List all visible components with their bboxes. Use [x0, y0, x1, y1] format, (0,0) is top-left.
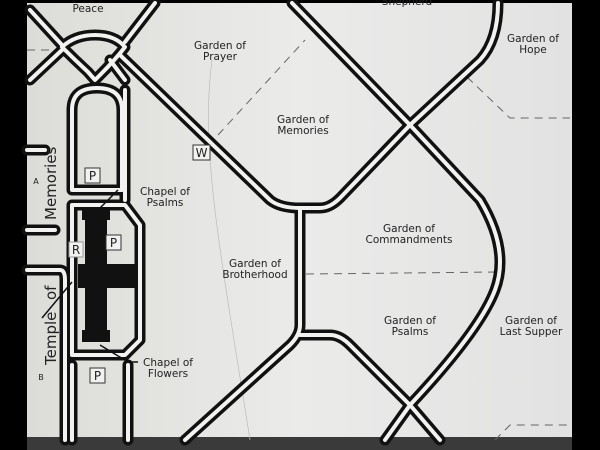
chapel-psalms-leader — [97, 189, 119, 211]
label-garden-hope-1: Garden of — [507, 33, 559, 45]
label-garden-peace: Peace — [72, 3, 103, 15]
parking-marker: P — [84, 167, 101, 184]
parking-marker: P — [89, 367, 106, 384]
svg-text:P: P — [110, 236, 117, 250]
restroom-marker: R — [68, 241, 84, 258]
svg-text:P: P — [94, 369, 101, 383]
label-garden-brotherhood-1: Garden of — [229, 258, 281, 270]
svg-text:R: R — [72, 243, 80, 257]
svg-text:W: W — [196, 146, 208, 160]
roads — [21, 0, 506, 446]
temple-leader — [41, 281, 73, 319]
label-garden-commandments-1: Garden of — [383, 223, 435, 235]
svg-text:Memories: Memories — [42, 146, 60, 220]
water-marker: W — [192, 144, 211, 161]
label-chapel-flowers-2: Flowers — [148, 368, 188, 380]
label-garden-prayer-1: Garden of — [194, 40, 246, 52]
label-garden-psalms-2: Psalms — [392, 326, 429, 338]
label-temple-of-memories: Temple of Memories — [42, 146, 60, 366]
label-garden-shepherd: Shepherd — [382, 0, 432, 8]
label-garden-psalms-1: Garden of — [384, 315, 436, 327]
section-a-marker: A — [33, 177, 39, 186]
chapel-building — [78, 210, 138, 342]
label-chapel-psalms-2: Psalms — [147, 197, 184, 209]
path-line — [208, 59, 251, 441]
label-chapel-psalms-1: Chapel of — [140, 186, 190, 198]
bottom-frame — [27, 437, 572, 450]
label-garden-hope-2: Hope — [519, 44, 546, 56]
section-boundaries — [27, 39, 570, 441]
svg-text:Temple: Temple — [42, 312, 60, 366]
label-garden-last-supper-2: Last Supper — [500, 326, 563, 338]
label-garden-commandments-2: Commandments — [366, 234, 453, 246]
label-garden-last-supper-1: Garden of — [505, 315, 557, 327]
label-chapel-flowers-1: Chapel of — [143, 357, 193, 369]
label-garden-memories-1: Garden of — [277, 114, 329, 126]
svg-text:P: P — [89, 169, 96, 183]
label-garden-prayer-2: Prayer — [203, 51, 238, 63]
label-garden-brotherhood-2: Brotherhood — [222, 269, 287, 281]
section-b-marker: B — [38, 373, 44, 382]
parking-marker: P — [105, 234, 122, 251]
label-garden-memories-2: Memories — [277, 125, 328, 137]
svg-text:of: of — [42, 285, 60, 300]
chapel-flowers-leader — [99, 344, 138, 363]
